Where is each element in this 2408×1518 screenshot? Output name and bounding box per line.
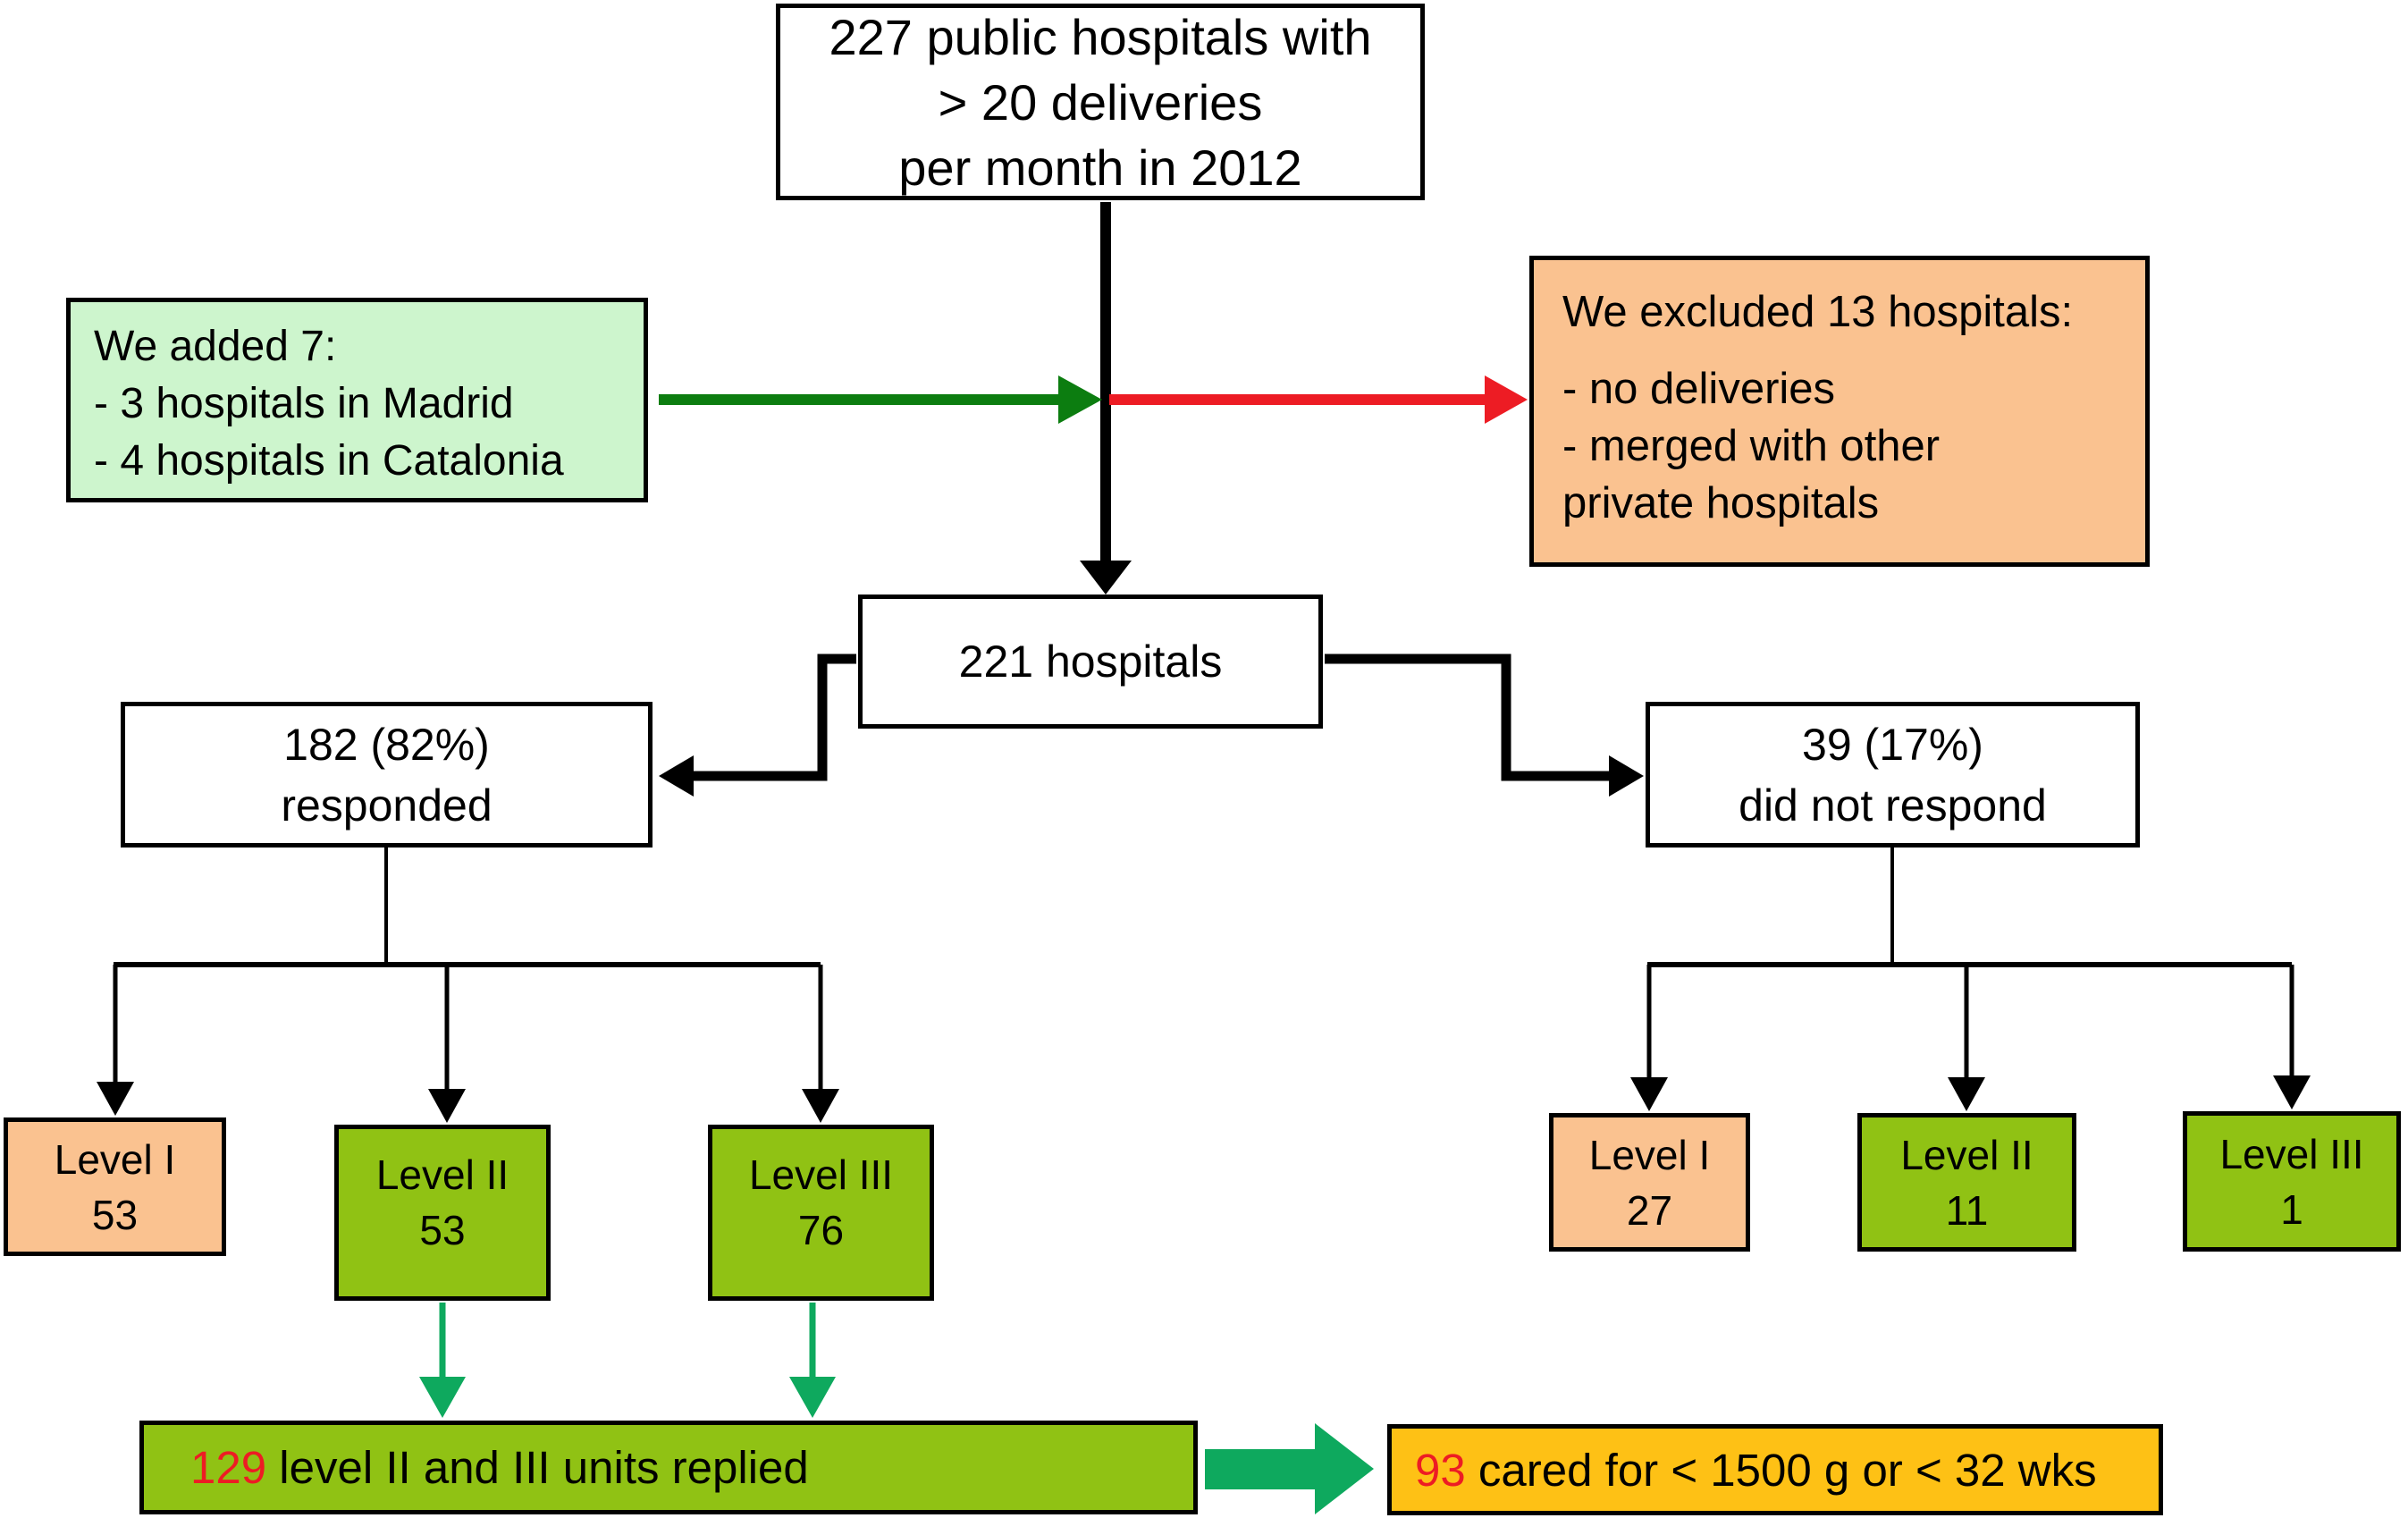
node-excluded-hospitals: We excluded 13 hospitals: - no deliverie… [1529, 256, 2150, 567]
cared-text: cared for < 1500 g or < 32 wks [1465, 1444, 2097, 1496]
responded-level3-count: 76 [797, 1207, 845, 1253]
nonresponded-level2-name: Level II [1900, 1131, 2033, 1178]
node-not-responded-line2: did not respond [1739, 780, 2047, 831]
responded-level1-count: 53 [91, 1191, 139, 1238]
arrowhead-nonresponded-level3 [2273, 1075, 2311, 1109]
responded-level2-name: Level II [375, 1151, 509, 1198]
connector-pool-to-nonresponded [1325, 654, 1616, 781]
arrowhead-nonresponded-level2 [1948, 1077, 1985, 1111]
node-excluded-line1: We excluded 13 hospitals: [1562, 288, 2074, 336]
node-excluded-line3: - merged with other [1562, 422, 1941, 470]
responded-level3-name: Level III [748, 1151, 894, 1198]
bar-units-replied: 129 level II and III units replied [139, 1421, 1198, 1514]
arrowhead-start-to-pool [1080, 561, 1132, 595]
node-nonresponded-level1: Level I 27 [1549, 1113, 1750, 1252]
arrowhead-level2-to-replied [419, 1377, 466, 1418]
responded-level2-count: 53 [419, 1207, 466, 1253]
replied-count-highlight: 129 [190, 1442, 267, 1493]
node-responded-line2: responded [281, 780, 493, 831]
nonresponded-level3-count: 1 [2280, 1185, 2303, 1233]
arrowhead-added-arrow [1058, 375, 1102, 424]
bar-cared-for: 93 cared for < 1500 g or < 32 wks [1387, 1424, 2163, 1515]
node-responded-line1: 182 (82%) [283, 719, 490, 770]
node-total-hospitals-line1: 227 public hospitals with [829, 8, 1372, 65]
arrowhead-pool-to-responded [659, 755, 694, 797]
block-arrow-replied-to-cared [1205, 1423, 1374, 1514]
arrowhead-responded-level1 [97, 1082, 134, 1116]
node-total-hospitals-line2: > 20 deliveries [938, 73, 1263, 131]
node-added-line1: We added 7: [94, 323, 337, 370]
node-total-hospitals: 227 public hospitals with > 20 deliverie… [776, 4, 1425, 200]
arrowhead-excluded-arrow [1485, 375, 1528, 424]
responded-level1-name: Level I [54, 1135, 176, 1183]
node-pool-label: 221 hospitals [958, 637, 1223, 687]
node-total-hospitals-line3: per month in 2012 [898, 139, 1302, 196]
node-added-hospitals: We added 7: - 3 hospitals in Madrid - 4 … [66, 298, 648, 502]
arrowhead-level3-to-replied [789, 1377, 836, 1418]
node-not-responded: 39 (17%) did not respond [1646, 702, 2140, 848]
cared-count-highlight: 93 [1415, 1444, 1466, 1496]
connector-pool-to-responded [686, 654, 856, 781]
nonresponded-level1-name: Level I [1588, 1131, 1711, 1178]
node-not-responded-line1: 39 (17%) [1802, 719, 1983, 770]
node-responded-level1: Level I 53 [4, 1117, 226, 1256]
nonresponded-level3-name: Level III [2219, 1130, 2364, 1177]
arrowhead-responded-level3 [802, 1089, 839, 1123]
nonresponded-level2-count: 11 [1945, 1186, 1989, 1234]
node-responded: 182 (82%) responded [121, 702, 653, 848]
node-excluded-line2: - no deliveries [1562, 365, 1836, 413]
node-responded-level2: Level II 53 [334, 1125, 551, 1301]
nonresponded-level1-count: 27 [1626, 1186, 1673, 1234]
node-nonresponded-level3: Level III 1 [2183, 1111, 2401, 1252]
node-responded-level3: Level III 76 [708, 1125, 934, 1301]
arrowhead-nonresponded-level1 [1630, 1077, 1668, 1111]
node-excluded-line4: private hospitals [1562, 479, 1880, 527]
arrowhead-responded-level2 [428, 1089, 466, 1123]
node-added-line2: - 3 hospitals in Madrid [94, 380, 514, 427]
node-added-line3: - 4 hospitals in Catalonia [94, 437, 564, 485]
node-pool-hospitals: 221 hospitals [858, 595, 1323, 729]
node-nonresponded-level2: Level II 11 [1857, 1113, 2076, 1252]
arrowhead-pool-to-nonresponded [1609, 755, 1644, 797]
replied-text: level II and III units replied [266, 1442, 809, 1493]
